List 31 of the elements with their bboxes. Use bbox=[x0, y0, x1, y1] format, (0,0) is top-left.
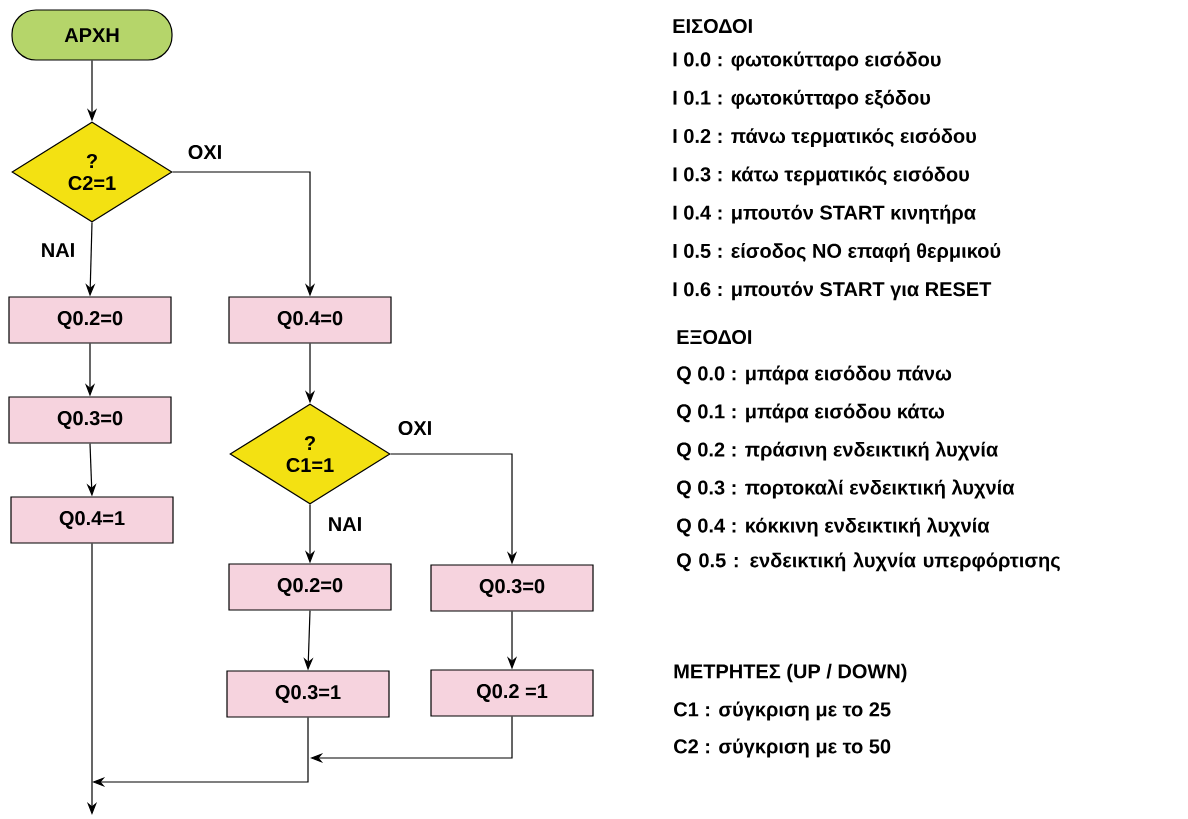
legend-entry: Q 0.1 : μπάρα εισόδου κάτω bbox=[677, 403, 945, 423]
edge-label: ΟΧΙ bbox=[186, 143, 224, 161]
legend-entry: I 0.5 : είσοδος ΝΟ επαφή θερμικού bbox=[673, 243, 1001, 262]
legend-entry: C1 : σύγκριση με το 25 bbox=[674, 701, 891, 721]
process-box: Q0.3=0 bbox=[8, 396, 172, 444]
legend-heading: ΕΞΟΔΟΙ bbox=[677, 329, 752, 345]
legend-entry: Q 0.4 : κόκκινη ενδεικτική λυχνία bbox=[677, 517, 990, 537]
legend-entry: I 0.3 : κάτω τερματικός εισόδου bbox=[673, 166, 969, 186]
edge-label: ΟΧΙ bbox=[396, 419, 434, 437]
legend-entry: Q 0.0 : μπάρα εισόδου πάνω bbox=[677, 365, 952, 385]
legend-entry: I 0.6 : μπουτόν START για RESET bbox=[673, 281, 992, 301]
process-box: Q0.3=0 bbox=[430, 564, 594, 612]
legend-entry: I 0.1 : φωτοκύτταρο εξόδου bbox=[673, 89, 931, 109]
legend-entry: I 0.4 : μπουτόν START κινητήρα bbox=[673, 204, 976, 224]
legend-heading: ΕΙΣΟΔΟΙ bbox=[673, 18, 752, 34]
legend-entry: Q 0.2 : πράσινη ενδεικτική λυχνία bbox=[677, 441, 998, 461]
process-box: Q0.4=1 bbox=[10, 496, 174, 544]
legend-entry: I 0.0 : φωτοκύτταρο εισόδου bbox=[673, 51, 941, 71]
legend-entry: Q 0.5 : ενδεικτική λυχνία υπερφόρτισης bbox=[677, 552, 1060, 572]
process-box: Q0.2 =1 bbox=[430, 669, 594, 717]
process-box: Q0.3=1 bbox=[226, 670, 390, 718]
edge-label: ΝΑΙ bbox=[39, 242, 77, 258]
legend-entry: I 0.2 : πάνω τερματικός εισόδου bbox=[673, 128, 976, 148]
edge-label: ΝΑΙ bbox=[326, 516, 364, 532]
process-box: Q0.2=0 bbox=[8, 296, 172, 344]
start-terminal: ΑΡΧΗ bbox=[11, 9, 173, 61]
process-box: Q0.2=0 bbox=[228, 563, 392, 611]
legend-entry: Q 0.3 : πορτοκαλί ενδεικτική λυχνία bbox=[677, 479, 1015, 499]
legend-entry: C2 : σύγκριση με το 50 bbox=[674, 738, 891, 758]
legend-heading: ΜΕΤΡΗΤΕΣ (UP / DOWN) bbox=[674, 663, 907, 683]
process-box: Q0.4=0 bbox=[228, 296, 392, 344]
